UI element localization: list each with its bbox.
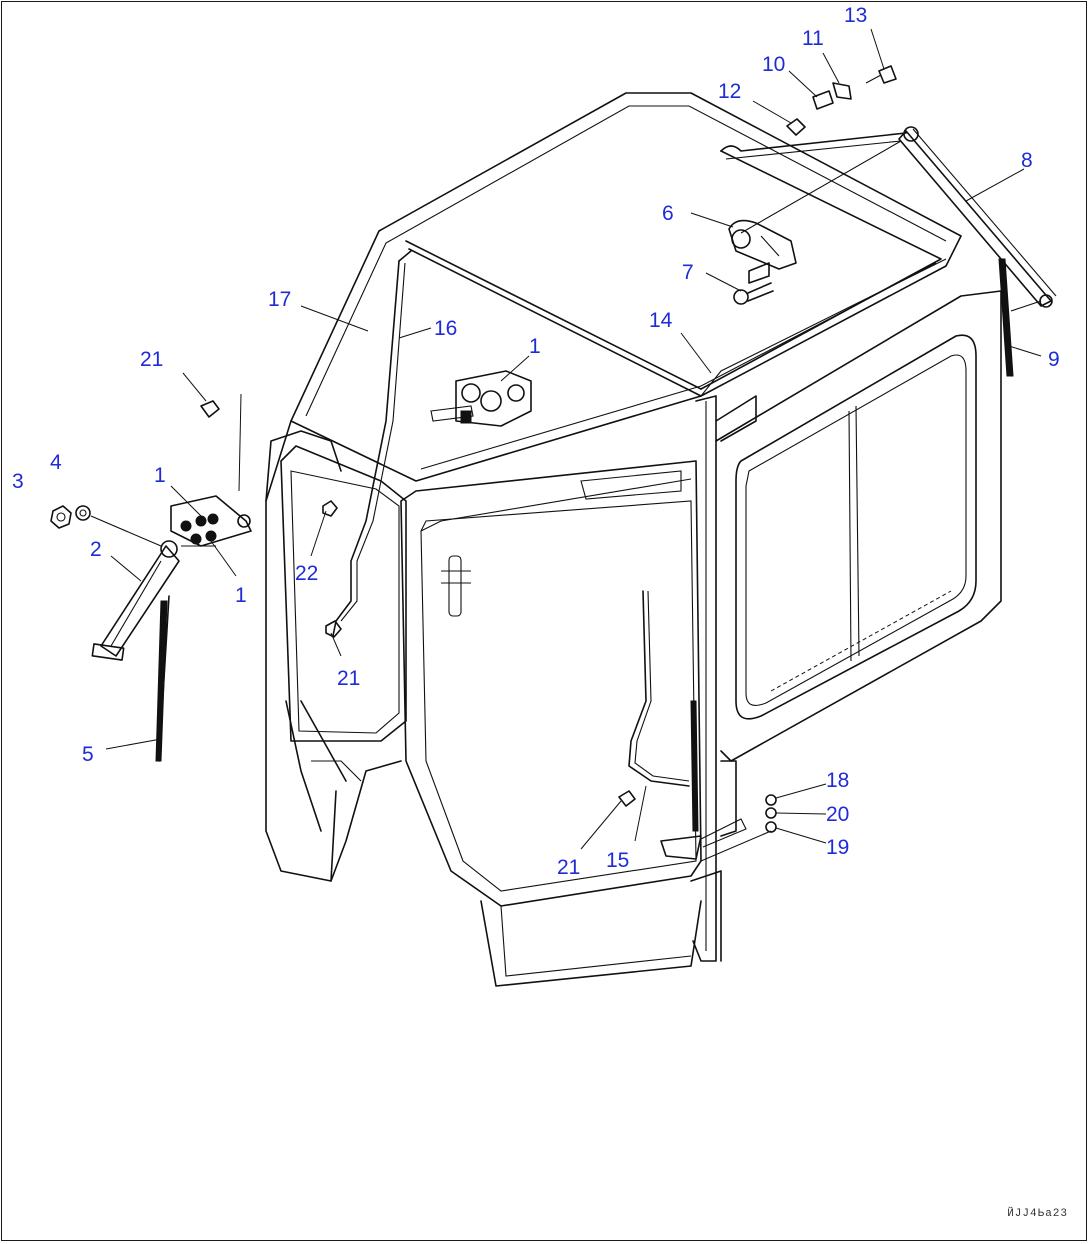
rear-axis-line bbox=[740, 140, 902, 234]
cab-side-window bbox=[715, 290, 1002, 762]
callout-16: 16 bbox=[434, 317, 458, 340]
rear-nut-13 bbox=[865, 65, 897, 84]
callout-17: 17 bbox=[268, 288, 292, 311]
callout-8: 8 bbox=[1021, 149, 1033, 172]
callout-7: 7 bbox=[682, 261, 694, 284]
washer-nozzle-21-front bbox=[325, 620, 342, 638]
front-wiper-motor bbox=[430, 370, 532, 427]
rear-spacer-10 bbox=[812, 90, 834, 110]
callout-10: 10 bbox=[762, 53, 786, 76]
callout-12: 12 bbox=[718, 80, 742, 103]
callout-1-link-lower: 1 bbox=[235, 584, 247, 607]
rear-wiper-bolt bbox=[733, 282, 774, 305]
callout-9: 9 bbox=[1048, 348, 1060, 371]
cab-lower-side bbox=[700, 760, 772, 862]
callout-21-top: 21 bbox=[140, 348, 164, 371]
drawing-code: ЙЈЈ4Ьа23 bbox=[1007, 1208, 1068, 1220]
callout-21-front: 21 bbox=[337, 667, 361, 690]
callout-3: 3 bbox=[12, 470, 24, 493]
rear-washer-11 bbox=[832, 82, 852, 100]
rear-wiper-bracket bbox=[720, 132, 907, 160]
cab-door bbox=[400, 460, 702, 987]
callout-19: 19 bbox=[826, 836, 850, 859]
callout-1-motor: 1 bbox=[529, 335, 541, 358]
front-axis-line bbox=[90, 515, 162, 547]
callout-1-link-upper: 1 bbox=[154, 464, 166, 487]
callout-21-door: 21 bbox=[557, 856, 581, 879]
callout-6: 6 bbox=[662, 202, 674, 225]
front-wiper-washer bbox=[75, 505, 91, 521]
callout-20: 20 bbox=[826, 803, 850, 826]
callout-2: 2 bbox=[90, 538, 102, 561]
rear-wiper-motor bbox=[728, 219, 797, 284]
door-wiper-blade bbox=[660, 700, 747, 860]
rear-wiper-blade bbox=[998, 258, 1042, 377]
washer-nozzle-22 bbox=[322, 500, 338, 517]
door-nozzle-21 bbox=[618, 790, 636, 807]
front-wiper-nut bbox=[50, 505, 72, 529]
clip-21-top bbox=[200, 400, 220, 418]
rear-cap-12 bbox=[786, 118, 806, 136]
cab-front-frame bbox=[265, 420, 407, 882]
front-wiper-blade bbox=[155, 595, 170, 762]
front-wiper-arm bbox=[91, 540, 180, 661]
callout-4: 4 bbox=[50, 451, 62, 474]
callout-13: 13 bbox=[844, 4, 868, 27]
washer-hose-front bbox=[332, 250, 412, 637]
callout-11: 11 bbox=[802, 27, 824, 50]
callout-22: 22 bbox=[295, 562, 319, 585]
callout-15: 15 bbox=[606, 849, 630, 872]
callout-14: 14 bbox=[649, 309, 673, 332]
callout-18: 18 bbox=[826, 769, 850, 792]
door-parts-18-20-19 bbox=[765, 794, 777, 833]
cab-roof bbox=[290, 92, 962, 482]
front-wiper-motor-linkage bbox=[170, 495, 252, 547]
door-washer-hose bbox=[628, 590, 690, 787]
leader-lines bbox=[105, 28, 1042, 850]
callout-5: 5 bbox=[82, 743, 94, 766]
